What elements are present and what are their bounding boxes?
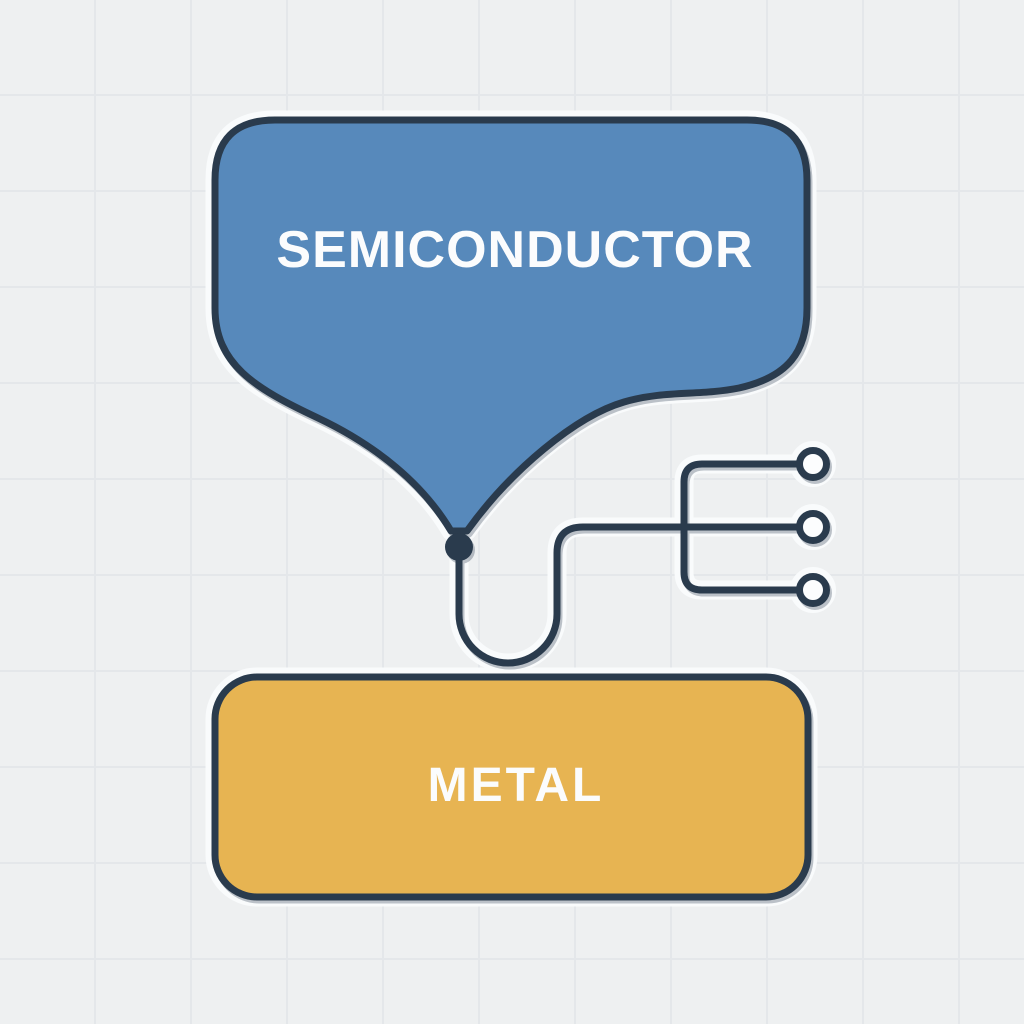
ink-layer: SEMICONDUCTOR METAL xyxy=(211,116,830,901)
semiconductor-label: SEMICONDUCTOR xyxy=(276,221,753,279)
terminal-bracket xyxy=(680,460,803,594)
semiconductor-node xyxy=(211,116,811,535)
metal-node xyxy=(211,673,812,901)
junction-wire xyxy=(455,523,803,667)
terminal-circle-middle xyxy=(796,510,830,544)
terminal-circle-top xyxy=(796,447,830,481)
metal-label: METAL xyxy=(428,759,605,812)
junction-dot xyxy=(445,533,473,561)
terminal-circle-bottom xyxy=(796,573,830,607)
